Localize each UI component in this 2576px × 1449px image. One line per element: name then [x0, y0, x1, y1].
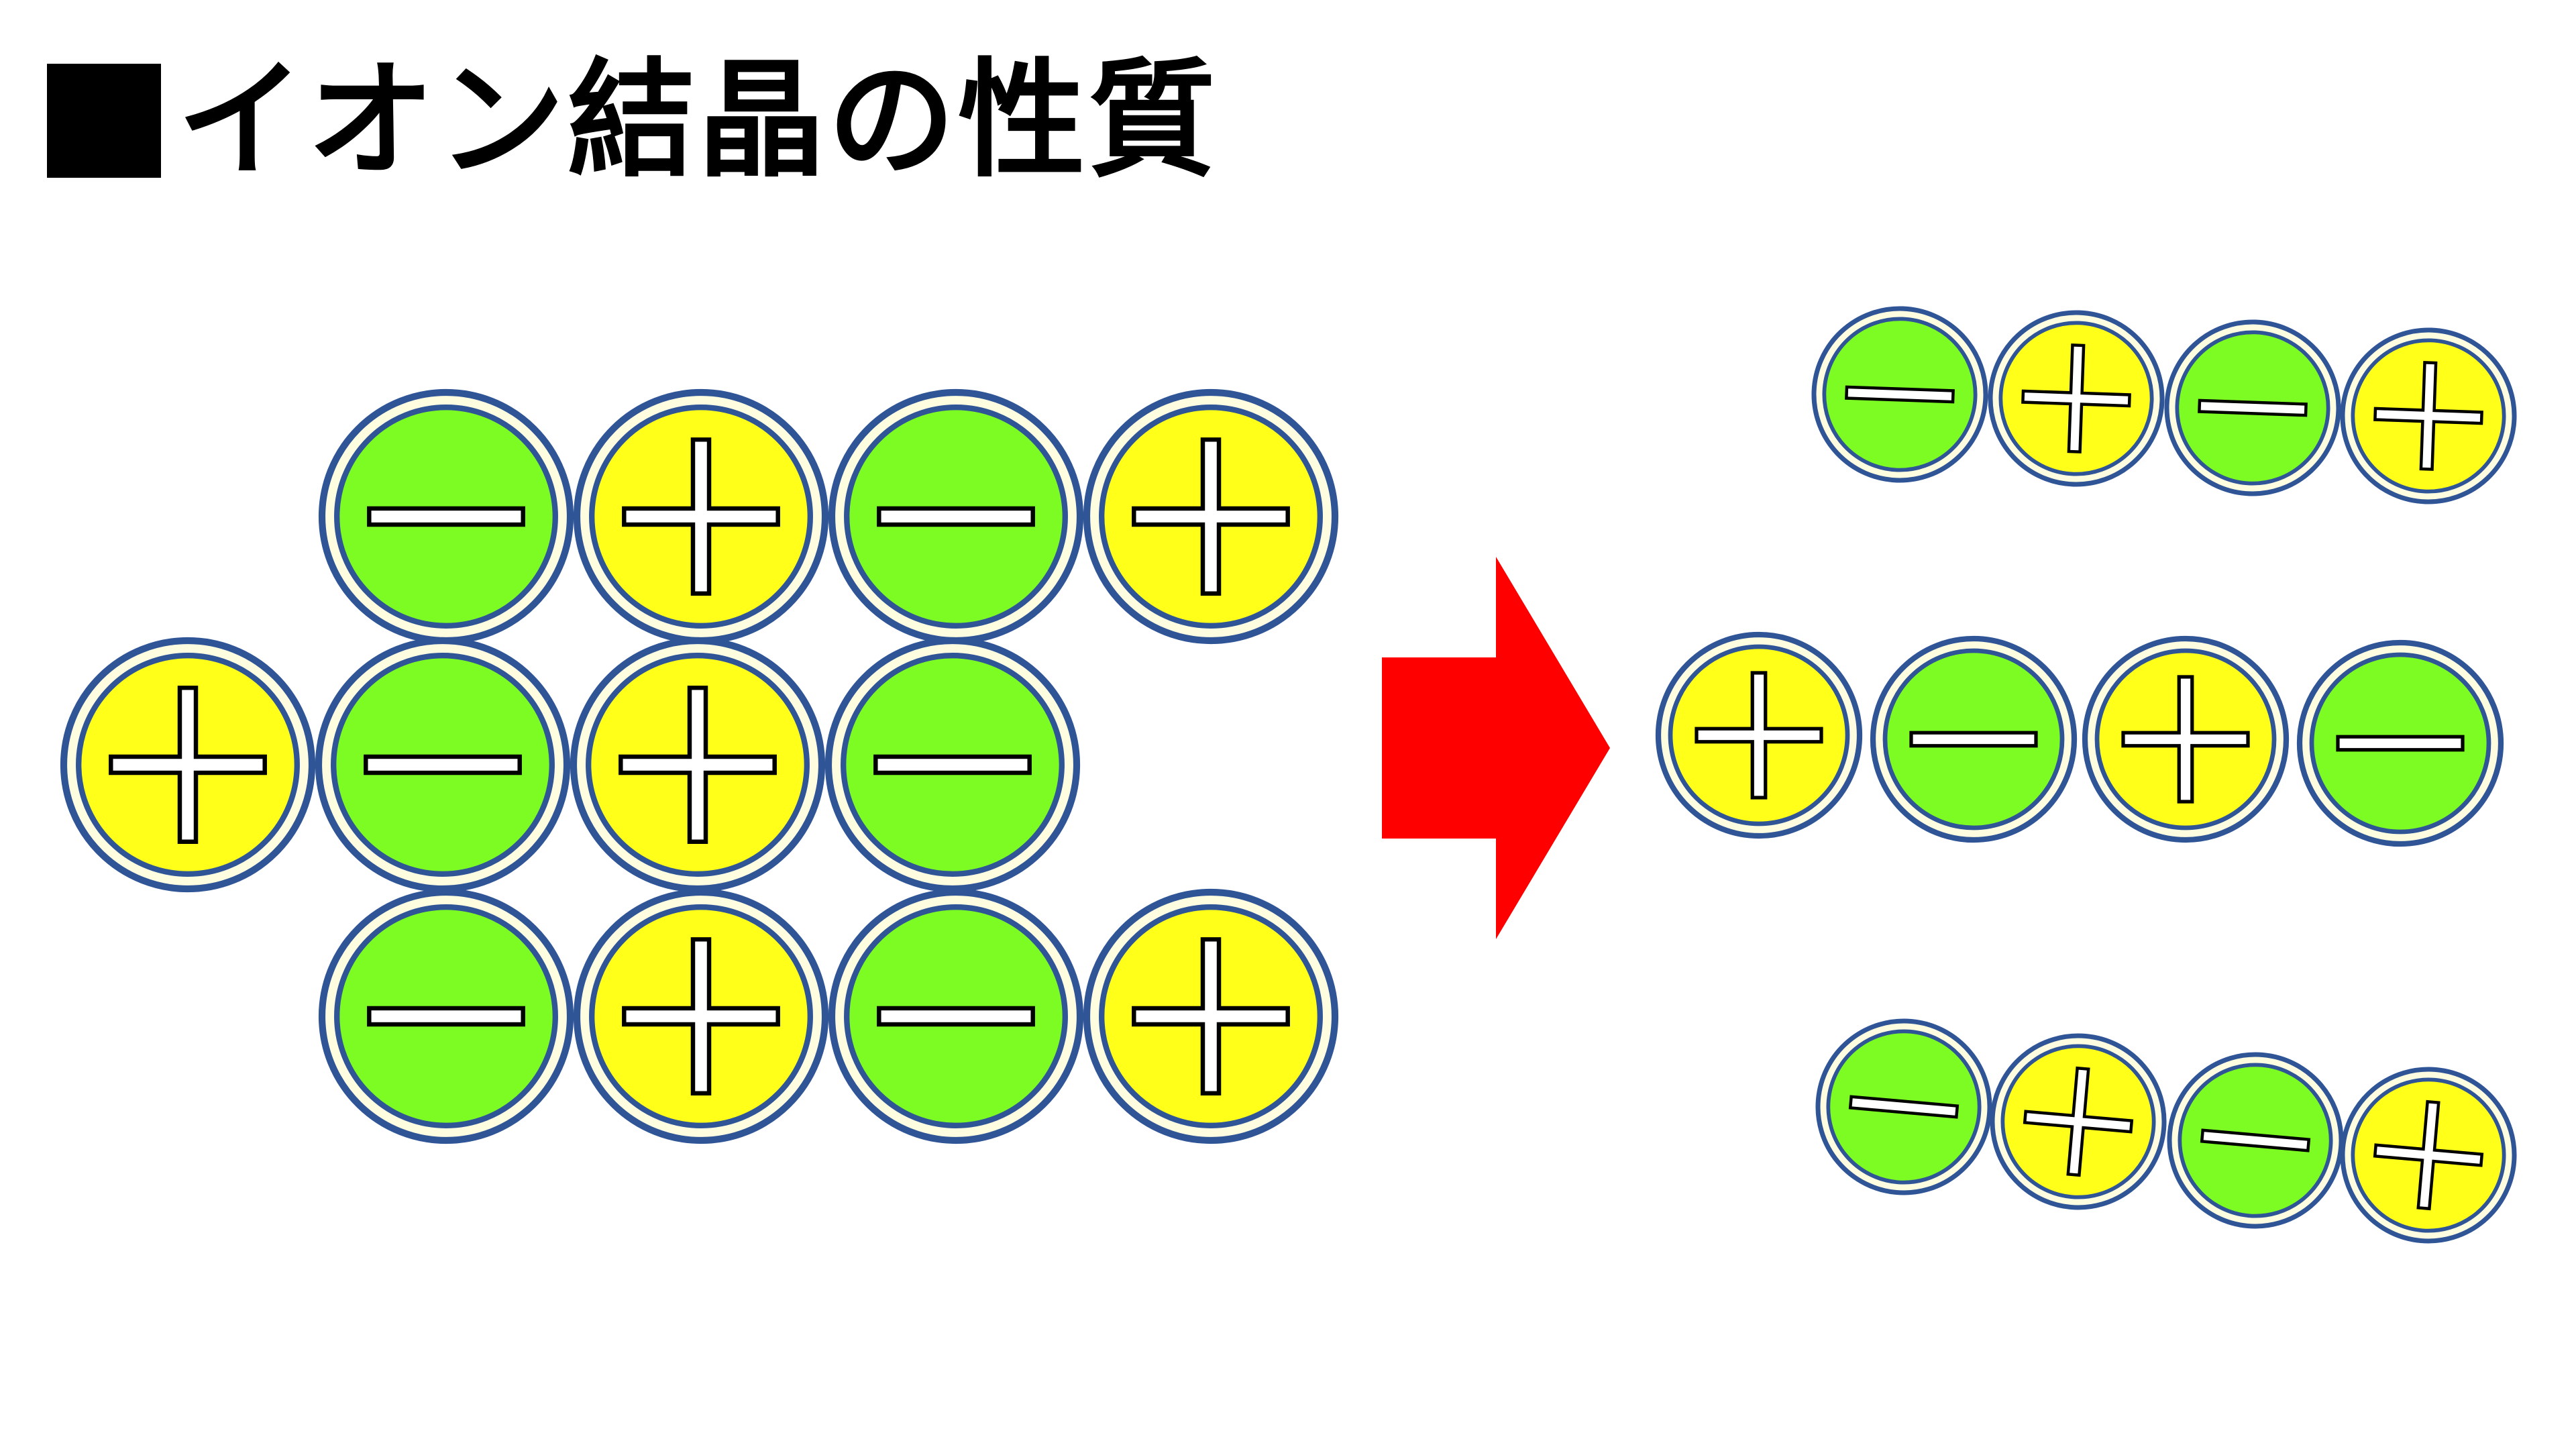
anion-ion — [318, 388, 574, 645]
anion-ion — [2296, 639, 2504, 847]
minus-icon — [367, 1006, 525, 1027]
anion-ion — [315, 637, 571, 893]
cation-ion — [60, 637, 316, 893]
cation-ion — [573, 888, 829, 1144]
anion-ion — [2164, 319, 2341, 496]
plus-icon — [2121, 675, 2250, 804]
minus-icon — [2198, 398, 2308, 417]
anion-ion — [2167, 1052, 2344, 1229]
anion-ion — [828, 388, 1084, 645]
cation-ion — [570, 637, 826, 893]
cleaved-crystal-fragments — [1655, 306, 2517, 1244]
cation-ion — [2340, 327, 2517, 504]
plus-icon — [2373, 361, 2483, 471]
cation-ion — [1083, 388, 1339, 645]
plus-icon — [1132, 437, 1290, 596]
plus-icon — [1132, 937, 1290, 1095]
cation-ion — [1083, 888, 1339, 1144]
minus-icon — [1848, 1095, 1960, 1119]
cation-ion — [1655, 631, 1863, 839]
anion-ion — [1870, 635, 2078, 843]
fragment-row — [1811, 306, 2517, 504]
minus-icon — [877, 1006, 1035, 1027]
fragment-row — [1655, 631, 2504, 847]
fragment-row — [1815, 1018, 2517, 1244]
minus-icon — [367, 506, 525, 527]
cation-ion — [2340, 1067, 2517, 1244]
minus-icon — [877, 506, 1035, 527]
cation-ion — [1988, 310, 2165, 487]
minus-icon — [1845, 385, 1955, 404]
anion-ion — [318, 888, 574, 1144]
plus-icon — [1695, 671, 1823, 800]
plus-icon — [2023, 1066, 2134, 1177]
plus-icon — [2021, 343, 2131, 453]
plus-icon — [622, 937, 780, 1095]
cation-ion — [2082, 635, 2290, 843]
cation-ion — [573, 388, 829, 645]
anion-ion — [1811, 306, 1988, 483]
title-square-bullet — [47, 64, 161, 178]
right-arrow-icon — [1382, 557, 1610, 939]
minus-icon — [2336, 735, 2465, 752]
anion-ion — [828, 888, 1084, 1144]
ion-crystal-lattice — [60, 388, 1339, 1144]
plus-icon — [109, 686, 267, 844]
anion-ion — [1815, 1018, 1992, 1195]
plus-icon — [619, 686, 777, 844]
plus-icon — [622, 437, 780, 596]
minus-icon — [364, 754, 522, 775]
plus-icon — [2373, 1099, 2484, 1211]
anion-ion — [824, 637, 1081, 893]
title-text: イオン結晶の性質 — [177, 46, 1219, 195]
minus-icon — [2200, 1128, 2311, 1152]
cation-ion — [1990, 1033, 2167, 1210]
page-title: イオン結晶の性質 — [47, 40, 1218, 201]
minus-icon — [873, 754, 1032, 775]
minus-icon — [1909, 731, 2038, 748]
